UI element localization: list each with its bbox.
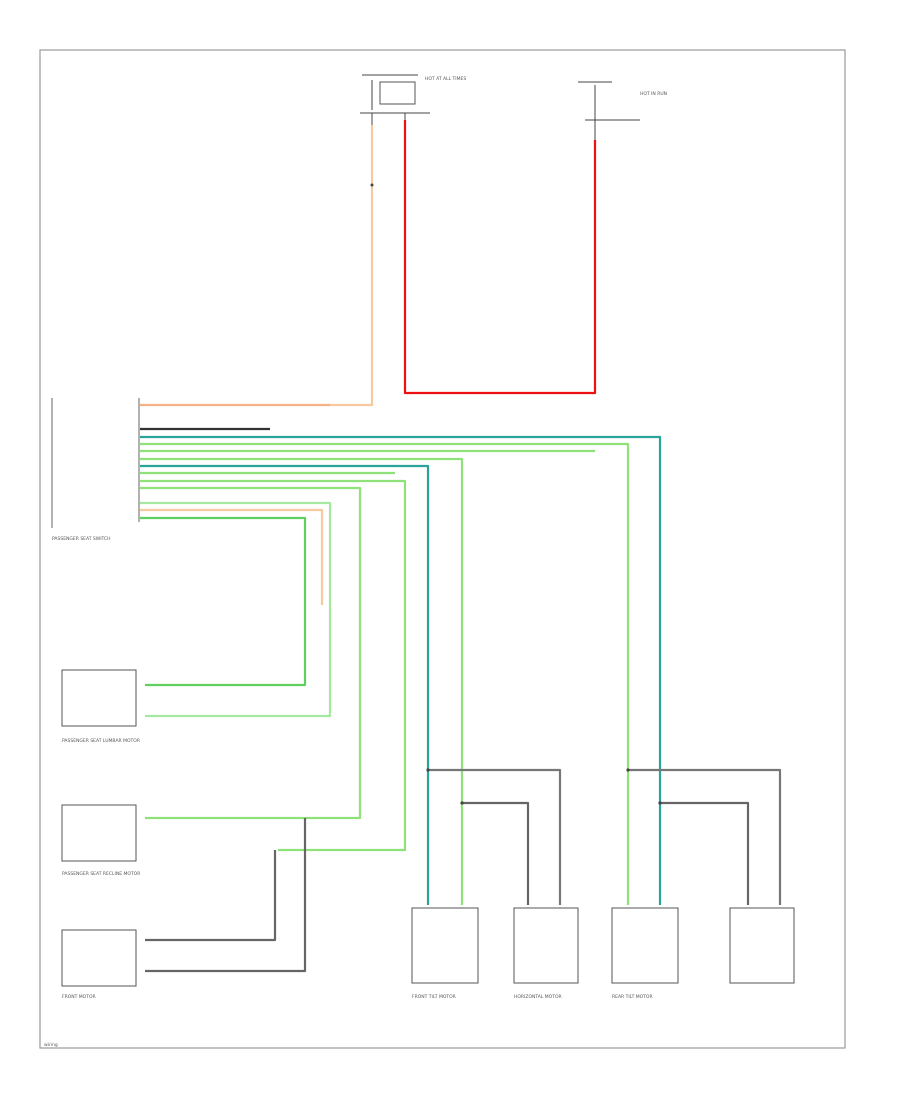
wire-rdn [140,464,430,905]
label-recline-motor: PASSENGER SEAT RECLINE MOTOR [62,871,140,877]
label-front-tilt: FRONT TILT MOTOR [412,994,456,1000]
top-left-fuse [360,74,430,125]
label-fuse-b: HOT IN RUN [640,91,667,97]
wire-rear [140,479,407,852]
bus-d [660,801,750,905]
front-tilt-motor-box [411,907,479,984]
front-motor-right-box [729,907,795,984]
seat-switch [51,398,140,528]
wire-top-orange [330,125,374,407]
horizontal-motor-box [513,907,579,984]
label-front-motor: FRONT MOTOR [62,994,96,1000]
label-horizontal: HORIZONTAL MOTOR [514,994,562,1000]
wire-lumbar-in [140,508,324,605]
wire-top-red [403,120,597,395]
label-rear-tilt: REAR TILT MOTOR [612,994,653,1000]
diagram-frame [39,49,846,1049]
wire-recl-f [140,486,362,820]
bus-a [428,768,562,905]
wire-lumbar-teal [140,435,662,905]
top-right-fuse [578,81,640,140]
front-motor-box [61,929,137,987]
label-switch: PASSENGER SEAT SWITCH [52,536,111,542]
wire-rup [140,457,464,905]
wire-front-motor-a [145,850,277,942]
bus-c [628,768,782,905]
recline-motor-box [61,804,137,862]
wire-recl-r [140,516,307,687]
rear-tilt-motor-box [611,907,679,984]
lumbar-motor-box [61,669,137,727]
label-footer: wiring [44,1042,58,1048]
wire-lumbar-out [140,501,332,718]
splice-dot [370,183,374,187]
label-lumbar-motor: PASSENGER SEAT LUMBAR MOTOR [62,738,140,744]
bus-b [462,801,530,905]
wire-front-motor-b [145,818,307,973]
label-fuse-a: HOT AT ALL TIMES [425,76,466,82]
wire-fup [140,442,630,905]
